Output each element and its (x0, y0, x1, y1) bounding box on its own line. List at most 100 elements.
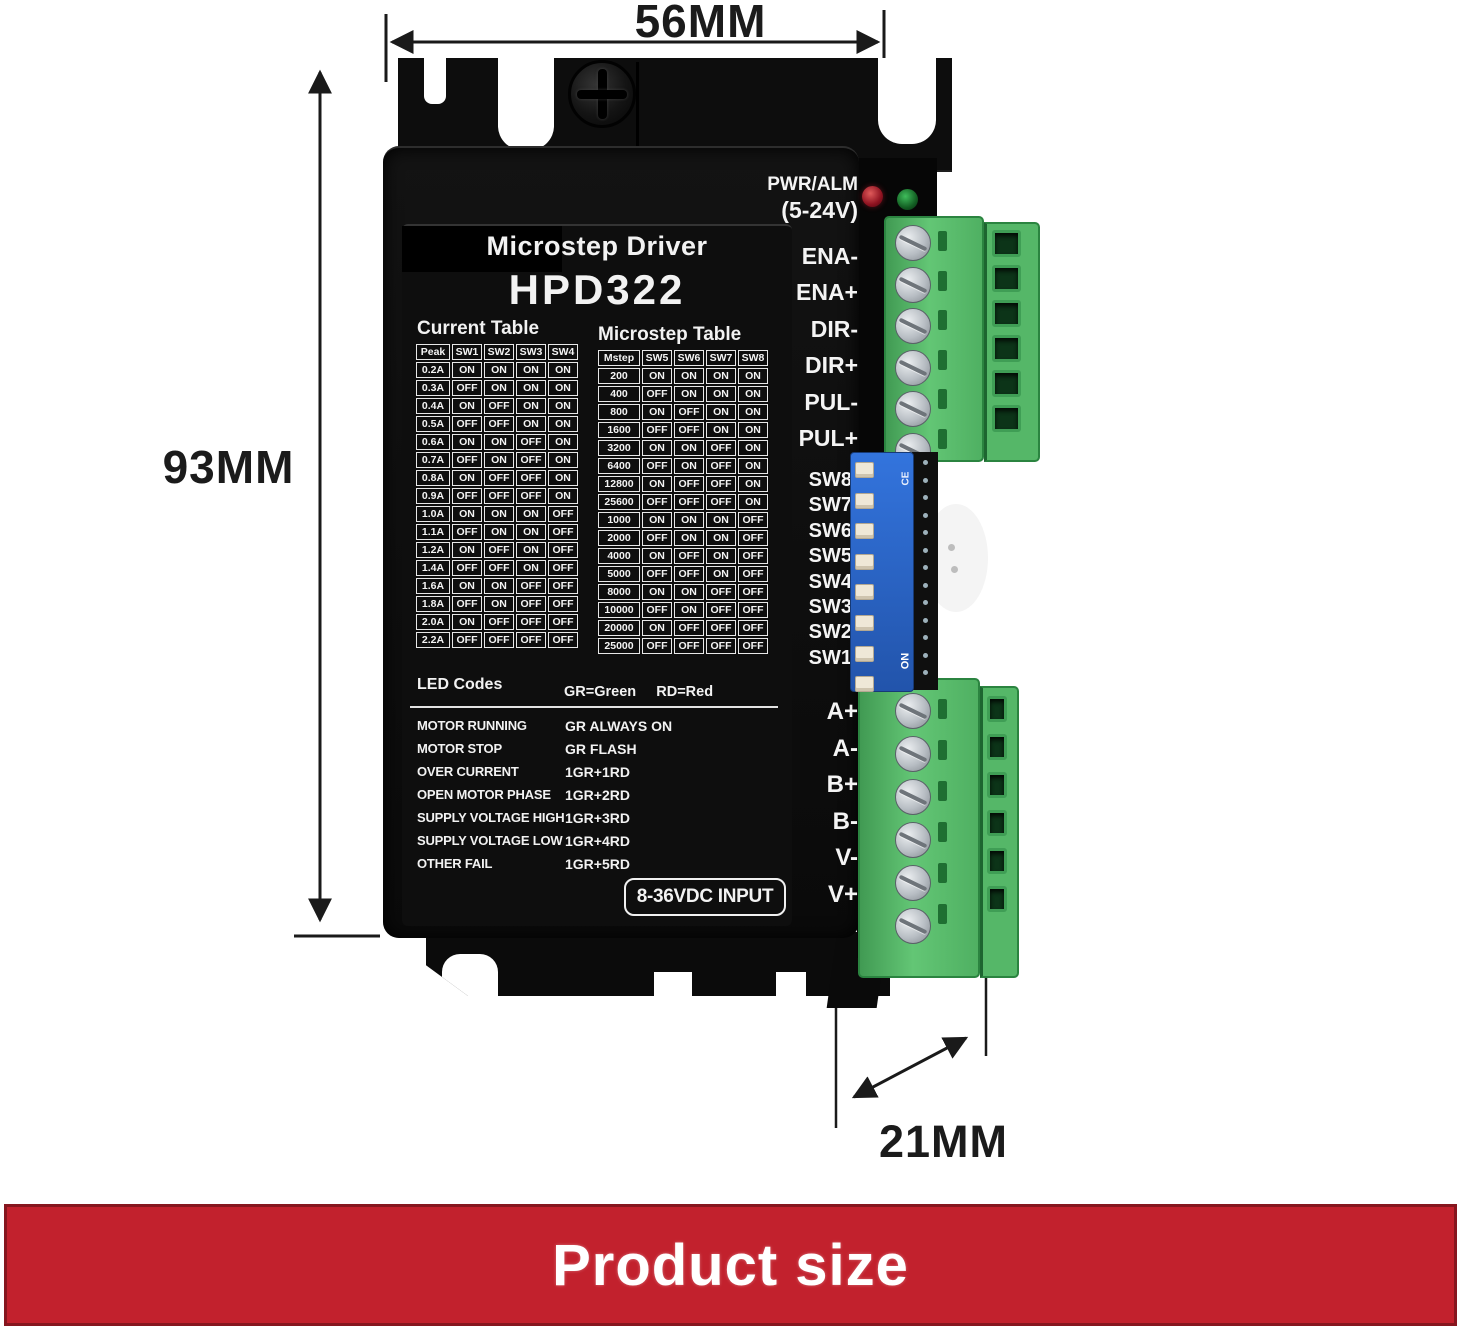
wire-entry-hole (987, 810, 1007, 836)
table-cell: OFF (738, 548, 768, 564)
table-cell: OFF (706, 440, 736, 456)
table-cell: 0.9A (416, 488, 450, 504)
power-led-green-icon (897, 189, 918, 210)
terminal-screw-face (884, 216, 984, 469)
table-cell: OFF (548, 596, 578, 612)
table-cell: ON (642, 440, 672, 456)
table-cell: 5000 (598, 566, 640, 582)
terminal-screw-icon (895, 736, 931, 772)
table-cell: ON (738, 404, 768, 420)
table-cell: ON (642, 584, 672, 600)
table-cell: 2.0A (416, 614, 450, 630)
dip-switch-levers (855, 462, 874, 693)
flange-seam (636, 62, 639, 166)
table-cell: ON (548, 434, 578, 450)
table-cell: OFF (452, 632, 482, 648)
table-cell: OFF (674, 476, 704, 492)
dip-switch-label: SW4 (808, 570, 852, 593)
table-cell: OFF (516, 470, 546, 486)
pcb-pin-icon (922, 652, 928, 658)
table-cell: ON (452, 434, 482, 450)
table-cell: ON (548, 380, 578, 396)
terminal-slot (938, 310, 947, 330)
table-cell: 8000 (598, 584, 640, 600)
table-cell: ON (738, 422, 768, 438)
terminal-slot (938, 904, 947, 924)
led-code: 1GR+2RD (565, 786, 630, 803)
terminal-screw-icon (895, 308, 931, 344)
width-dimension-label: 56MM (634, 0, 767, 47)
pcb-pin-icon (922, 670, 928, 675)
pcb-pin-icon (922, 512, 928, 518)
table-cell: 0.3A (416, 380, 450, 396)
dip-switch-lever (855, 523, 874, 540)
table-cell: ON (548, 488, 578, 504)
table-cell: OFF (484, 416, 514, 432)
table-cell: 25000 (598, 638, 640, 654)
table-cell: OFF (738, 566, 768, 582)
table-cell: ON (516, 506, 546, 522)
table-cell: ON (516, 380, 546, 396)
table-cell: OFF (452, 560, 482, 576)
table-cell: OFF (484, 632, 514, 648)
led-code: 1GR+5RD (565, 855, 630, 872)
terminal-slot (938, 349, 947, 370)
table-cell: ON (452, 578, 482, 594)
table-cell: ON (484, 578, 514, 594)
terminal-label: DIR+ (804, 352, 858, 379)
product-size-banner: Product size (4, 1204, 1457, 1326)
table-cell: ON (674, 458, 704, 474)
column-header: SW2 (484, 344, 514, 360)
dip-switch-label: SW1 (808, 646, 852, 669)
motor-power-terminal-block (858, 678, 1019, 978)
banner-label: Product size (552, 1232, 909, 1298)
mounting-notch (654, 972, 692, 996)
product-type-label: Microstep Driver (486, 231, 708, 261)
dip-switch-block: CE ON (850, 452, 914, 693)
wire-entry-hole (992, 230, 1021, 257)
table-cell: OFF (484, 560, 514, 576)
table-cell: ON (452, 362, 482, 378)
table-cell: 3200 (598, 440, 640, 456)
table-cell: ON (674, 530, 704, 546)
wire-entry-hole (987, 696, 1007, 722)
table-cell: OFF (674, 566, 704, 582)
table-cell: ON (674, 584, 704, 600)
table-cell: 0.4A (416, 398, 450, 414)
signal-terminal-labels: ENA-ENA+DIR-DIR+PUL-PUL+ (688, 238, 858, 456)
input-voltage-badge: 8-36VDC INPUT (624, 878, 786, 916)
table-cell: OFF (706, 638, 736, 654)
table-cell: OFF (674, 422, 704, 438)
led-condition: SUPPLY VOLTAGE LOW (417, 833, 563, 848)
led-condition: MOTOR STOP (417, 741, 502, 756)
table-cell: 25600 (598, 494, 640, 510)
table-cell: ON (516, 524, 546, 540)
table-cell: 2000 (598, 530, 640, 546)
table-cell: 1.1A (416, 524, 450, 540)
table-cell: OFF (452, 596, 482, 612)
terminal-slot (938, 270, 947, 291)
table-cell: OFF (484, 488, 514, 504)
terminal-label: V- (835, 844, 858, 872)
column-header: SW6 (674, 350, 704, 366)
led-codes-legend: GR=Green RD=Red (564, 684, 714, 700)
mounting-slot (424, 58, 446, 104)
terminal-label: A- (832, 734, 858, 762)
table-cell: OFF (484, 470, 514, 486)
logic-voltage-label: (5-24V) (781, 197, 858, 223)
column-header: SW3 (516, 344, 546, 360)
table-cell: 1.2A (416, 542, 450, 558)
